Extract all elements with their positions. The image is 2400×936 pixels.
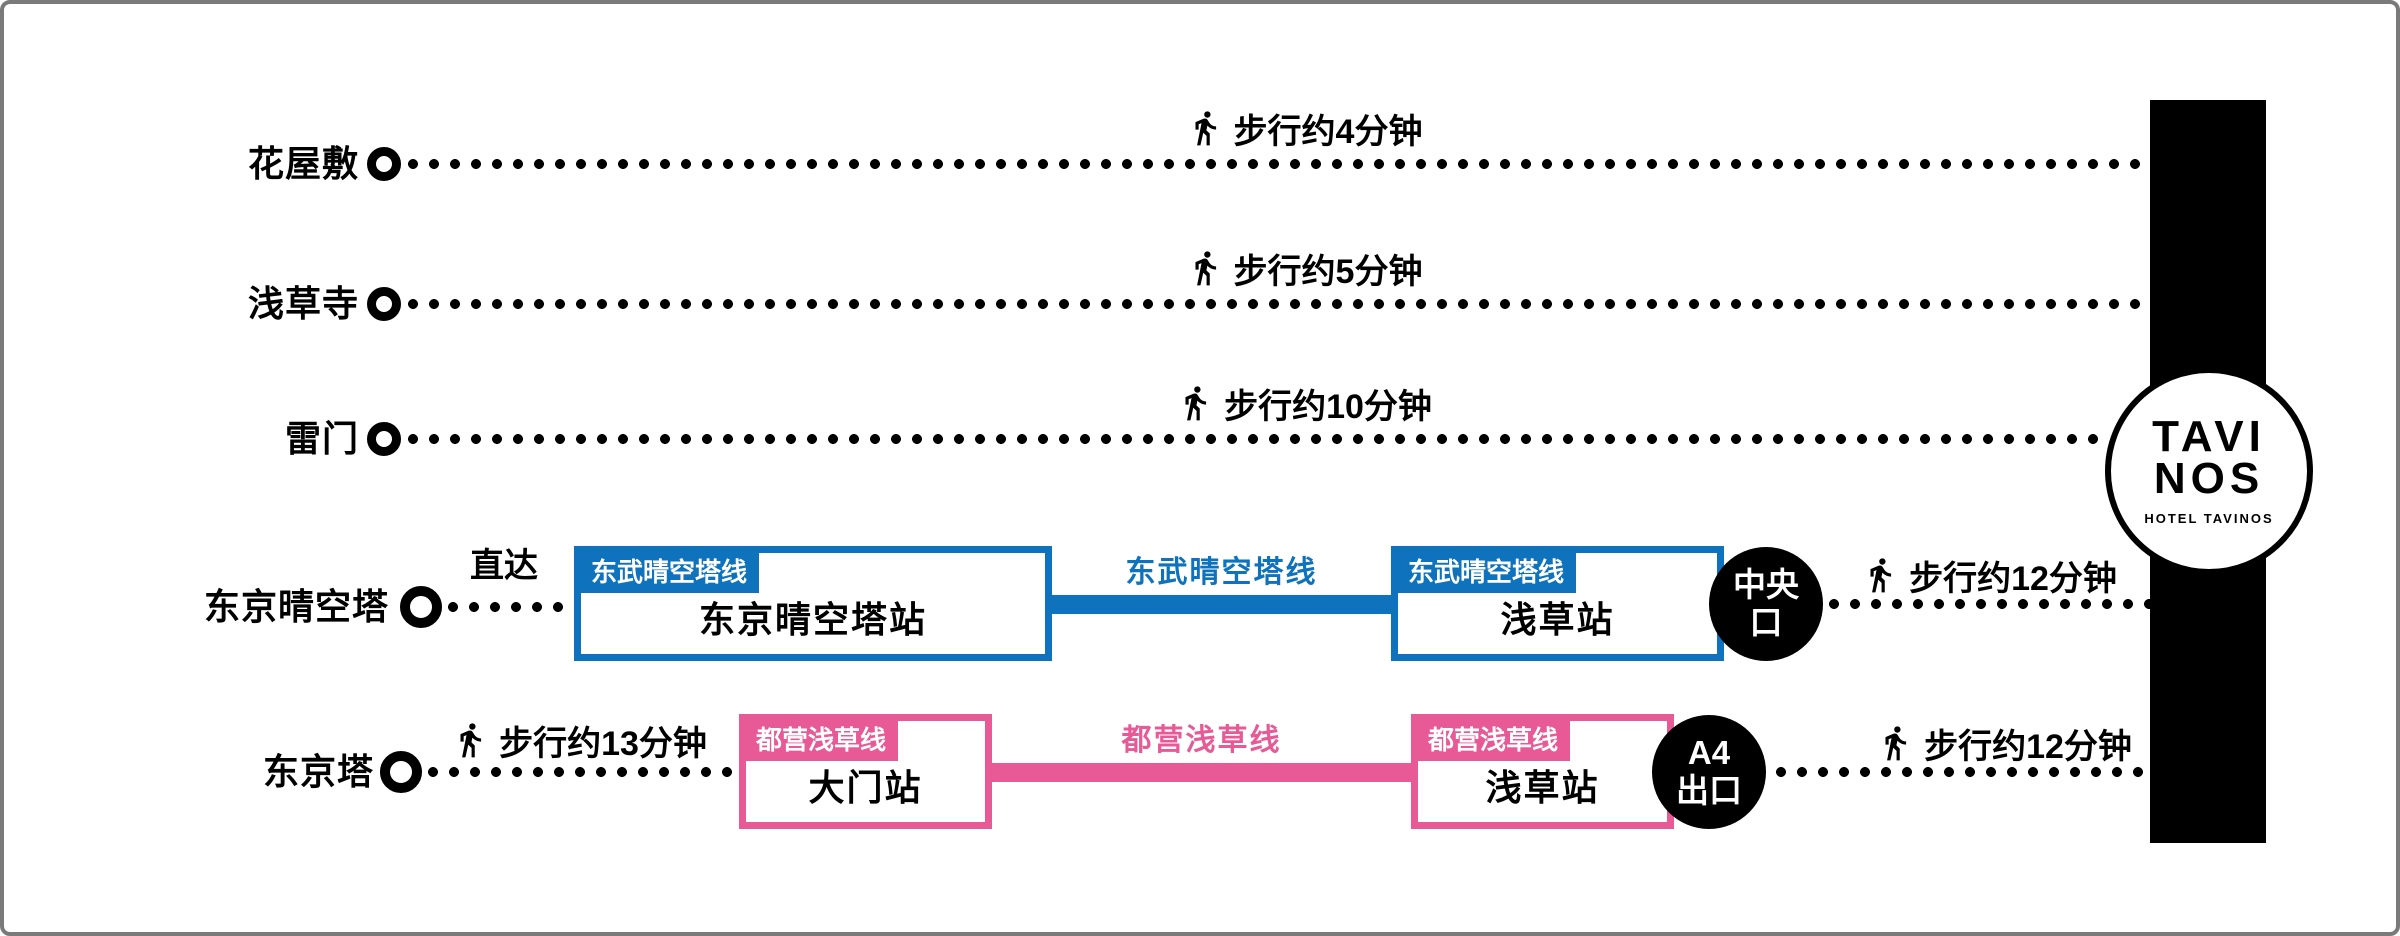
walking-person-icon <box>1195 111 1216 146</box>
station-box-asakusa-toei: 都营浅草线 浅草站 <box>1411 714 1674 829</box>
place-node <box>367 287 401 321</box>
rail-line-label: 都营浅草线 <box>1121 724 1282 757</box>
walk-route-dots <box>1829 599 2150 609</box>
station-box-asakusa-tobu: 东武晴空塔线 浅草站 <box>1391 546 1724 661</box>
place-node <box>367 422 401 456</box>
walk-annotation: 步行约10分钟 <box>1054 377 1554 429</box>
walk-annotation: 步行约13分钟 <box>419 714 739 766</box>
place-node <box>380 751 422 793</box>
walk-time-label: 步行约13分钟 <box>499 724 707 763</box>
rail-connector <box>992 763 1411 782</box>
walk-annotation: 步行约4分钟 <box>1054 102 1554 154</box>
walking-person-icon <box>1195 251 1216 286</box>
place-label-hanayashiki: 花屋敷 <box>247 143 359 184</box>
walk-annotation: 步行约5分钟 <box>1054 242 1554 294</box>
place-label-sensoji: 浅草寺 <box>247 283 359 324</box>
place-node <box>367 147 401 181</box>
walk-time-label: 步行约12分钟 <box>1924 727 2132 766</box>
walk-route-dots <box>1776 767 2150 777</box>
rail-line-tag: 东武晴空塔线 <box>581 553 760 593</box>
walk-route-dots <box>408 299 2150 309</box>
exit-badge-line2: 口 <box>1749 604 1783 641</box>
walk-annotation: 步行约12分钟 <box>1859 717 2149 769</box>
walk-time-label: 步行约4分钟 <box>1233 112 1423 151</box>
hotel-logo: TAVI NOS HOTEL TAVINOS <box>2105 367 2313 575</box>
exit-badge-a4: A4 出口 <box>1652 715 1766 829</box>
place-label-skytree: 东京晴空塔 <box>203 586 389 627</box>
rail-connector <box>1052 595 1391 614</box>
station-name: 东京晴空塔站 <box>698 598 927 640</box>
station-name: 浅草站 <box>1500 598 1615 640</box>
direct-access-label: 直达 <box>470 547 538 585</box>
place-node <box>400 586 442 628</box>
walking-person-icon <box>460 723 482 758</box>
exit-badge-line2: 出口 <box>1676 772 1742 809</box>
walk-time-label: 步行约5分钟 <box>1233 252 1423 291</box>
walk-annotation: 步行约12分钟 <box>1829 549 2149 601</box>
station-name: 大门站 <box>808 766 923 808</box>
station-box-daimon: 都营浅草线 大门站 <box>739 714 992 829</box>
walk-route-dots <box>408 434 2104 444</box>
rail-line-tag: 都营浅草线 <box>1418 721 1571 761</box>
walk-time-label: 步行约12分钟 <box>1909 559 2117 598</box>
rail-line-tag: 东武晴空塔线 <box>1398 553 1577 593</box>
exit-badge-line1: 中央 <box>1733 566 1799 604</box>
hotel-logo-line1: TAVI <box>2152 411 2266 461</box>
walk-route-dots <box>428 767 736 777</box>
hotel-logo-line2: NOS <box>2153 453 2265 503</box>
walking-person-icon <box>1870 558 1892 593</box>
place-label-tokyo-tower: 东京塔 <box>262 751 374 792</box>
walk-time-label: 步行约10分钟 <box>1224 387 1432 426</box>
exit-badge-line1: A4 <box>1687 734 1731 772</box>
rail-line-label: 东武晴空塔线 <box>1125 556 1318 589</box>
walk-route-dots <box>408 159 2150 169</box>
hotel-logo-subtitle: HOTEL TAVINOS <box>2144 511 2274 527</box>
rail-line-tag: 都营浅草线 <box>746 721 899 761</box>
station-name: 浅草站 <box>1485 766 1600 808</box>
walking-person-icon <box>1185 386 1207 421</box>
walk-route-dots <box>448 602 570 612</box>
station-box-tokyo-skytree: 东武晴空塔线 东京晴空塔站 <box>574 546 1052 661</box>
exit-badge-central: 中央 口 <box>1709 547 1823 661</box>
walking-person-icon <box>1885 726 1907 761</box>
place-label-kaminarimon: 雷门 <box>284 418 359 459</box>
